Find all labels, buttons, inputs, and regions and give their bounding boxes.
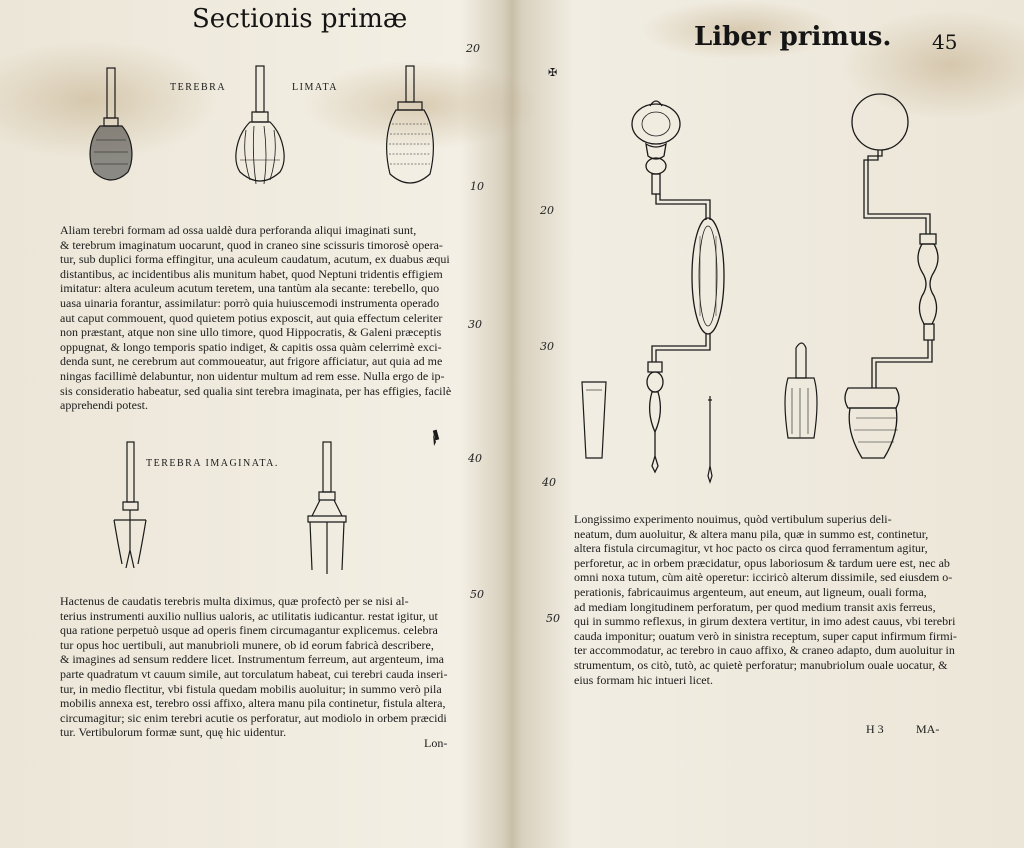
text-line: denda sunt, ne cerebrum aut commoueatur,… — [60, 354, 443, 369]
margin-number: 40 — [542, 476, 556, 489]
margin-number: 50 — [470, 588, 484, 601]
caption-limata: LIMATA — [292, 82, 338, 93]
text-line: terius instrumenti auxilio nullius ualor… — [60, 608, 438, 623]
text-line: cauda imponitur; ouatum verò in sinistra… — [574, 628, 957, 643]
margin-number: 10 — [470, 180, 484, 193]
text-line: ad mediam longitudinem perforatum, per q… — [574, 599, 936, 614]
running-head-left: Sectionis primæ — [192, 4, 408, 34]
text-line: aut caput commouent, quod quietem potius… — [60, 310, 443, 325]
right-page: Liber primus. 45 20 30 40 50 — [512, 0, 1024, 848]
text-line: uasa uinaria forantur, assimilatur: porr… — [60, 295, 440, 310]
text-line: & imagines ad sensum reddere licet. Inst… — [60, 652, 444, 667]
text-line: ningas facillimè delabuntur, non uidentu… — [60, 368, 445, 383]
margin-number: 20 — [466, 42, 480, 55]
margin-number: 50 — [546, 612, 560, 625]
text-line: tur. Vertibulorum formæ sunt, quę hic ui… — [60, 725, 287, 740]
terebra-imaginata-illustration — [113, 434, 436, 574]
text-line: altera fistula circumagitur, vt hoc pact… — [574, 541, 928, 556]
text-line: ter accommodatur, ac terebro in cauo aff… — [574, 643, 955, 658]
margin-number: 30 — [540, 340, 554, 353]
brace-drill-right — [844, 93, 939, 459]
text-line: strumentum, os citò, tutò, ac quietè per… — [574, 657, 948, 672]
caption-terebra-imaginata: TEREBRA IMAGINATA. — [146, 458, 279, 469]
vertibulum-illustration — [581, 93, 939, 484]
drill-bit-1 — [89, 67, 133, 181]
text-line: apprehendi potest. — [60, 398, 148, 413]
text-line: sis consideratio habeatur, sed qualia si… — [60, 383, 452, 398]
text-line: perationis, fabricauimus argenteum, aut … — [574, 584, 927, 599]
terebra-limata-illustration — [89, 65, 434, 185]
fork-bit-2 — [307, 441, 347, 574]
loose-drill-parts — [581, 342, 818, 484]
text-line: omni noxa tutum, cùm aitè operetur: icci… — [574, 570, 953, 585]
left-page: Sectionis primæ 20 10 30 40 50 TEREBRA L… — [0, 0, 505, 848]
paragraph-longissimo: Longissimo experimento nouimus, quòd ver… — [574, 512, 984, 687]
text-line: Longissimo experimento nouimus, quòd ver… — [574, 512, 892, 526]
text-line: imitatur: altera aculeum acutum teretem,… — [60, 281, 440, 296]
text-line: qua ratione perpetuò usque ad operis fin… — [60, 623, 438, 638]
drill-bit-2 — [235, 65, 285, 185]
text-line: neatum, dum auoluitur, & altera manu pil… — [574, 526, 929, 541]
margin-number: 30 — [468, 318, 482, 331]
text-line: & terebrum imaginatum uocarunt, quod in … — [60, 237, 443, 252]
page-number: 45 — [932, 30, 958, 54]
text-line: parte quadratum vt cauum simile, aut tor… — [60, 666, 448, 681]
text-line: Hactenus de caudatis terebris multa dixi… — [60, 594, 409, 608]
text-line: circumagitur; sic enim terebri acutie os… — [60, 710, 447, 725]
catchword-left: Lon- — [424, 736, 448, 750]
signature-mark: H 3 — [866, 722, 884, 736]
catchword-right: MA- — [916, 722, 940, 736]
brace-drill-left — [631, 100, 725, 474]
text-line: oppugnat, & longo temporis spatio indige… — [60, 339, 442, 354]
margin-number: 40 — [468, 452, 482, 465]
caption-terebra: TEREBRA — [170, 82, 227, 93]
text-line: tur opus hoc uertibuli, aut manubrioli m… — [60, 637, 434, 652]
text-line: eius formam hic intueri licet. — [574, 672, 713, 687]
text-line: non præstant, atque non sine ullo timore… — [60, 325, 442, 340]
text-line: qui in summo reflexus, in girum dextera … — [574, 614, 956, 629]
text-line: perforetur, ac in orbem præcidatur, opus… — [574, 555, 950, 570]
margin-number: 20 — [540, 204, 554, 217]
paragraph-hactenus: Hactenus de caudatis terebris multa dixi… — [60, 594, 472, 740]
ink-mark: ✠ — [548, 66, 558, 79]
text-line: distantibus, ac incidentibus alis munitu… — [60, 266, 443, 281]
text-line: mobilis annexa est, terebro ossi affixo,… — [60, 696, 446, 711]
text-line: tur, in medio flectitur, vbi fistula que… — [60, 681, 442, 696]
paragraph-aliam: Aliam terebri formam ad ossa ualdè dura … — [60, 223, 470, 413]
text-line: tur, sub duplici forma effingitur, una a… — [60, 252, 450, 267]
text-line: Aliam terebri formam ad ossa ualdè dura … — [60, 223, 417, 237]
running-head-right: Liber primus. — [694, 22, 892, 52]
drill-bit-3 — [386, 65, 434, 184]
fork-bit-1 — [113, 441, 147, 569]
